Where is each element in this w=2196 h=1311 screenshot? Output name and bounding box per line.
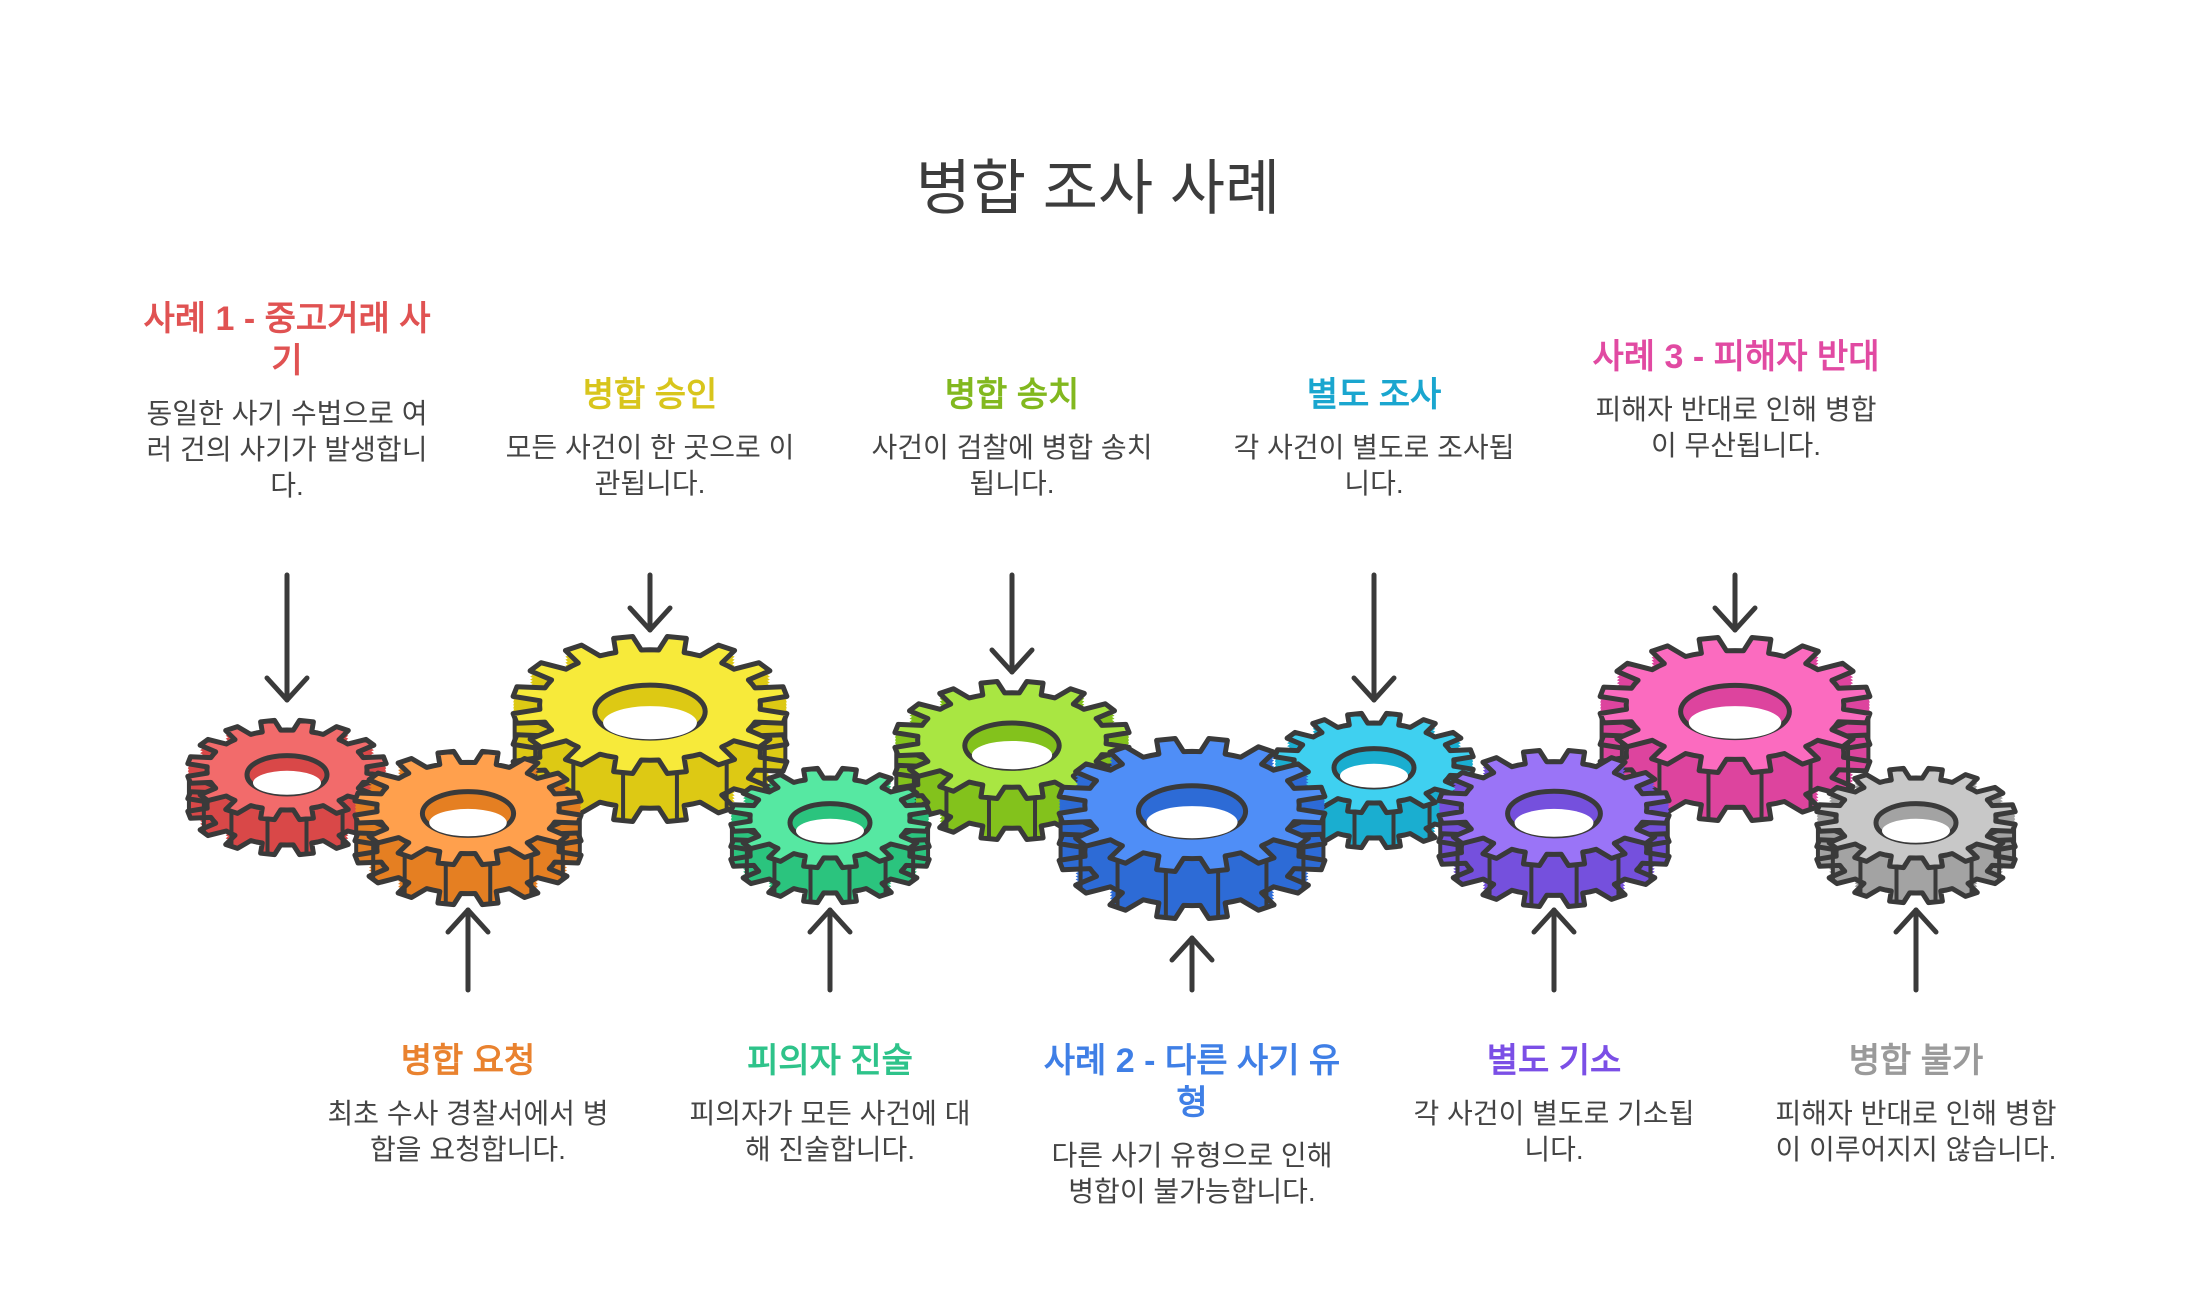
arrow-8 — [1534, 910, 1574, 990]
step-heading: 사례 3 - 피해자 반대 — [1586, 336, 1886, 378]
step-description: 최초 수사 경찰서에서 병합을 요청합니다. — [318, 1096, 618, 1168]
arrow-9 — [1715, 575, 1755, 630]
step-heading: 사례 2 - 다른 사기 유형 — [1042, 1040, 1342, 1124]
step-description: 각 사건이 별도로 조사됩니다. — [1224, 430, 1524, 502]
step-label-suspect-statement: 피의자 진술 피의자가 모든 사건에 대해 진술합니다. — [680, 1040, 980, 1168]
step-description: 다른 사기 유형으로 인해 병합이 불가능합니다. — [1042, 1138, 1342, 1210]
gear-10 — [1817, 768, 2015, 902]
arrow-4 — [810, 910, 850, 990]
arrow-6 — [1172, 938, 1212, 990]
step-heading: 병합 송치 — [862, 374, 1162, 416]
step-label-case2: 사례 2 - 다른 사기 유형 다른 사기 유형으로 인해 병합이 불가능합니다… — [1042, 1040, 1342, 1210]
arrow-10 — [1896, 910, 1936, 990]
step-label-merged-referral: 병합 송치 사건이 검찰에 병합 송치됩니다. — [862, 374, 1162, 502]
arrow-2 — [448, 910, 488, 990]
gear-4 — [731, 768, 929, 902]
step-description: 사건이 검찰에 병합 송치됩니다. — [862, 430, 1162, 502]
step-description: 모든 사건이 한 곳으로 이관됩니다. — [500, 430, 800, 502]
step-description: 동일한 사기 수법으로 여러 건의 사기가 발생합니다. — [137, 396, 437, 504]
step-label-merge-impossible: 병합 불가 피해자 반대로 인해 병합이 이루어지지 않습니다. — [1766, 1040, 2066, 1168]
step-heading: 별도 기소 — [1404, 1040, 1704, 1082]
step-description: 피해자 반대로 인해 병합이 무산됩니다. — [1586, 392, 1886, 464]
step-description: 각 사건이 별도로 기소됩니다. — [1404, 1096, 1704, 1168]
step-heading: 병합 요청 — [318, 1040, 618, 1082]
step-heading: 피의자 진술 — [680, 1040, 980, 1082]
step-heading: 사례 1 - 중고거래 사기 — [137, 298, 437, 382]
gear-6 — [1059, 739, 1325, 919]
gear-8 — [1439, 751, 1669, 907]
arrow-5 — [992, 575, 1032, 672]
step-label-separate-indictment: 별도 기소 각 사건이 별도로 기소됩니다. — [1404, 1040, 1704, 1168]
step-label-case3: 사례 3 - 피해자 반대 피해자 반대로 인해 병합이 무산됩니다. — [1586, 336, 1886, 464]
arrow-3 — [630, 575, 670, 630]
step-heading: 별도 조사 — [1224, 374, 1524, 416]
step-label-case1: 사례 1 - 중고거래 사기 동일한 사기 수법으로 여러 건의 사기가 발생합… — [137, 298, 437, 504]
gears-layer — [188, 637, 2015, 919]
arrow-7 — [1354, 575, 1394, 700]
step-heading: 병합 승인 — [500, 374, 800, 416]
gear-2 — [355, 751, 581, 904]
step-description: 피해자 반대로 인해 병합이 이루어지지 않습니다. — [1766, 1096, 2066, 1168]
arrow-1 — [267, 575, 307, 700]
step-label-merge-request: 병합 요청 최초 수사 경찰서에서 병합을 요청합니다. — [318, 1040, 618, 1168]
step-label-separate-investigation: 별도 조사 각 사건이 별도로 조사됩니다. — [1224, 374, 1524, 502]
step-heading: 병합 불가 — [1766, 1040, 2066, 1082]
step-label-merge-approval: 병합 승인 모든 사건이 한 곳으로 이관됩니다. — [500, 374, 800, 502]
step-description: 피의자가 모든 사건에 대해 진술합니다. — [680, 1096, 980, 1168]
